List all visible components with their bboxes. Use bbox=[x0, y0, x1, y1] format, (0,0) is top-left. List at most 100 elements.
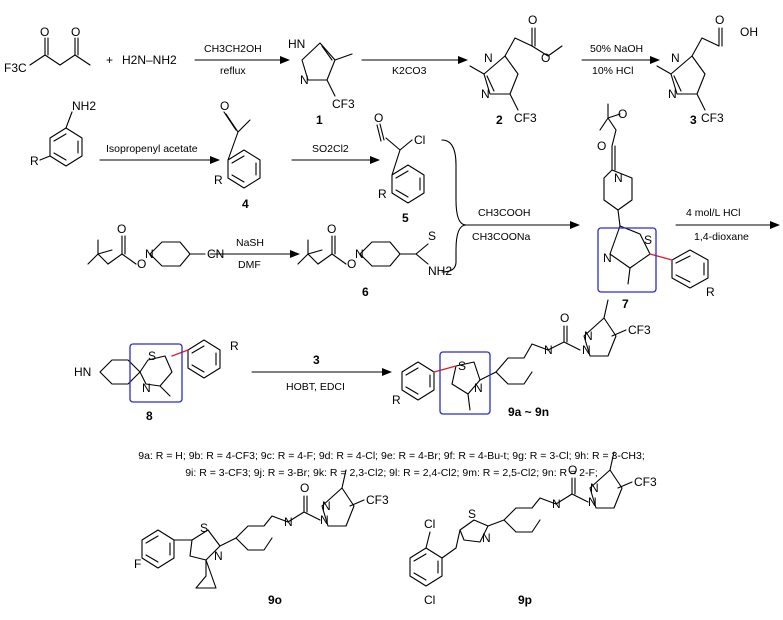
chloroketone-5-structure bbox=[376, 123, 425, 204]
cf3-label-3: CF3 bbox=[701, 111, 724, 125]
cond-5-top: SO2Cl2 bbox=[312, 143, 349, 155]
o-label-4: O bbox=[220, 99, 229, 113]
n-label-9b: N bbox=[544, 343, 553, 357]
diketone-structure bbox=[29, 37, 91, 66]
thiazole-7-structure bbox=[599, 103, 709, 289]
cond-1-top: CH3CH2OH bbox=[204, 43, 262, 55]
substituent-list-line-2: 9i: R = 3-CF3; 9j: R = 3-Br; 9k: R = 2,3… bbox=[185, 467, 598, 479]
cond-7-bottom: CH3COONa bbox=[472, 231, 531, 243]
cond-3-bottom: 10% HCl bbox=[592, 65, 633, 77]
reaction-arrows bbox=[99, 59, 771, 373]
pyrazole-1-structure bbox=[301, 42, 353, 97]
f-label-9o: F bbox=[134, 557, 141, 571]
n-label-9o-a: N bbox=[214, 549, 223, 563]
boc-nitrile-structure bbox=[87, 235, 206, 267]
cond-4-top: Isopropenyl acetate bbox=[106, 143, 198, 155]
thiazole-8-structure bbox=[99, 339, 221, 397]
box-9 bbox=[439, 351, 491, 415]
reaction-conditions: CH3CH2OH reflux K2CO3 50% NaOH 10% HCl I… bbox=[106, 43, 749, 393]
cf3-label-9: CF3 bbox=[628, 323, 651, 337]
merge-brace bbox=[441, 139, 467, 273]
compound-5-number: 5 bbox=[402, 211, 409, 225]
oh-label-3: OH bbox=[740, 25, 758, 39]
ester-2-structure bbox=[469, 27, 563, 111]
compound-8-number: 8 bbox=[146, 409, 153, 423]
compound-6-number: 6 bbox=[362, 285, 369, 299]
nh2-label-6: NH2 bbox=[428, 264, 452, 278]
n-label-9p-b: N bbox=[552, 497, 561, 511]
cond-3-top: 50% NaOH bbox=[590, 43, 643, 55]
o-label-6a: O bbox=[327, 222, 336, 236]
structure-labels: F3C O O + H2N–NH2 HN N CF3 N N O O CF3 N… bbox=[4, 13, 758, 607]
r-label-4: R bbox=[214, 173, 223, 187]
o-label-3: O bbox=[715, 13, 724, 27]
n-label-9o-c: N bbox=[320, 513, 329, 527]
hn-label-8: HN bbox=[74, 365, 91, 379]
n-label-9o-b: N bbox=[284, 515, 293, 529]
o-label-7a: O bbox=[618, 107, 627, 121]
s-label-6: S bbox=[428, 229, 436, 243]
o-label-9o: O bbox=[300, 481, 309, 495]
r-label-aniline: R bbox=[30, 154, 39, 168]
o-label-1: O bbox=[40, 25, 49, 39]
s-label-7: S bbox=[644, 233, 652, 247]
cond-8-top: 4 mol/L HCl bbox=[686, 207, 740, 219]
compound-2-number: 2 bbox=[496, 113, 503, 127]
cond-2-bottom: K2CO3 bbox=[392, 65, 427, 77]
compound-9p-number: 9p bbox=[518, 593, 532, 607]
highlight-boxes bbox=[129, 227, 657, 415]
nh2-label-aniline: NH2 bbox=[72, 99, 96, 113]
red-bond-8 bbox=[171, 349, 189, 357]
ketone-4-structure bbox=[223, 111, 261, 189]
r-label-7: R bbox=[706, 285, 715, 299]
aniline-structure bbox=[39, 111, 83, 167]
cf3-label-9o: CF3 bbox=[366, 493, 389, 507]
cond-6-bottom: DMF bbox=[238, 259, 261, 271]
thioamide-6-structure bbox=[297, 235, 429, 267]
arrowheads bbox=[210, 56, 780, 376]
o-label-2: O bbox=[71, 25, 80, 39]
cl-label-5: Cl bbox=[414, 133, 425, 147]
red-bond-9 bbox=[433, 365, 457, 373]
o-label-7b: O bbox=[597, 139, 606, 153]
compound-numbers: 1 2 3 4 5 6 7 8 9a ~ 9n 9o 9p bbox=[146, 113, 697, 607]
n-label-7b: N bbox=[603, 251, 612, 265]
cl-label-9p-a: Cl bbox=[424, 517, 435, 531]
s-label-9o: S bbox=[200, 521, 208, 535]
s-label-9p: S bbox=[468, 507, 476, 521]
n-label-3b: N bbox=[668, 87, 677, 101]
n-label-9p-a: N bbox=[482, 531, 491, 545]
n-label-7: N bbox=[614, 171, 623, 185]
cond-8-bottom: 1,4-dioxane bbox=[694, 231, 749, 243]
n-label-2a: N bbox=[484, 51, 493, 65]
hn-label-1: HN bbox=[288, 37, 305, 51]
compound-9o-number: 9o bbox=[268, 593, 282, 607]
n-label-3a: N bbox=[671, 51, 680, 65]
n-label-9d: N bbox=[584, 329, 593, 343]
cond-6-top: NaSH bbox=[236, 237, 264, 249]
product-9-structure bbox=[401, 299, 627, 411]
s-label-8: S bbox=[148, 349, 156, 363]
plus-sign: + bbox=[106, 53, 113, 67]
compound-1-number: 1 bbox=[316, 113, 323, 127]
n-label-nitrile: N bbox=[145, 247, 154, 261]
r-label-5: R bbox=[378, 187, 387, 201]
acid-3-structure bbox=[656, 27, 723, 111]
n-label-6: N bbox=[355, 247, 364, 261]
cond-9-bottom: HOBT, EDCI bbox=[286, 381, 345, 393]
o-label-nitrile-1: O bbox=[117, 222, 126, 236]
n-label-9p-d: N bbox=[590, 481, 599, 495]
compound-7-number: 7 bbox=[622, 297, 629, 311]
n-label-9o-d: N bbox=[322, 499, 331, 513]
n-label-9c: N bbox=[582, 343, 591, 357]
cl-label-9p-b: Cl bbox=[424, 593, 435, 607]
cond-7-top: CH3COOH bbox=[478, 207, 531, 219]
r-label-8: R bbox=[230, 339, 239, 353]
o-label-nitrile-2: O bbox=[137, 257, 146, 271]
n-label-9p-c: N bbox=[588, 495, 597, 509]
o-label-2b: O bbox=[541, 51, 550, 65]
n-label-8: N bbox=[142, 381, 151, 395]
n-label-2b: N bbox=[481, 87, 490, 101]
compound-9o-structure bbox=[141, 469, 365, 589]
